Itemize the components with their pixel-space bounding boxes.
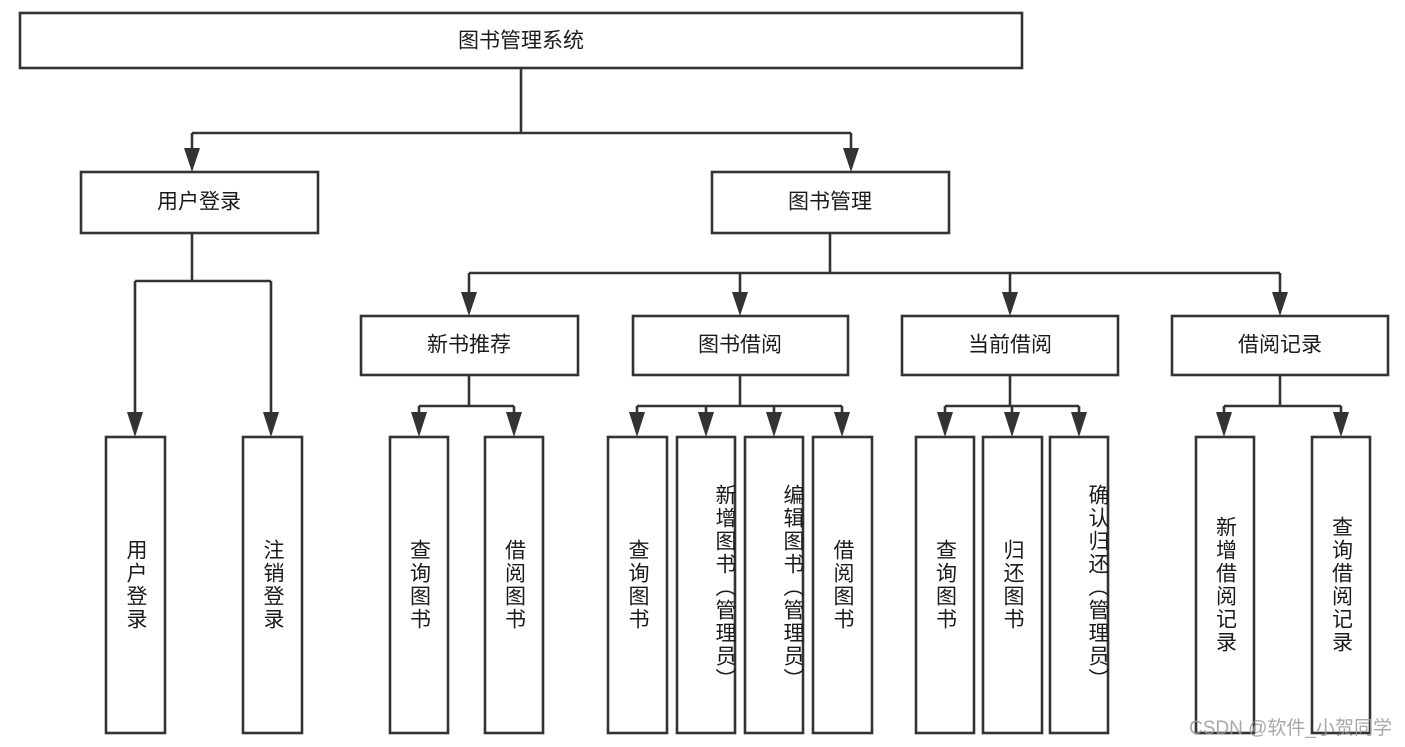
leaf-box-query-record — [1310, 435, 1372, 735]
node-borrow-record-label: 借阅记录 — [1238, 334, 1322, 357]
leaf-box-add-record — [1194, 435, 1256, 735]
leaf-boxes — [104, 435, 1372, 735]
leaf-box-return-book — [981, 435, 1044, 735]
leaf-box-user-login — [104, 435, 167, 735]
leaf-box-edit-book — [743, 435, 805, 735]
node-book-manage-label: 图书管理 — [788, 191, 872, 214]
leaf-box-query-book-3 — [914, 435, 976, 735]
leaf-box-query-book-1 — [388, 435, 450, 735]
node-new-book-recommend-label: 新书推荐 — [427, 334, 511, 357]
node-user-login[interactable]: 用户登录 — [79, 170, 320, 235]
node-current-borrow-label: 当前借阅 — [968, 334, 1052, 357]
leaf-box-query-book-2 — [606, 435, 669, 735]
node-borrow-record[interactable]: 借阅记录 — [1170, 314, 1390, 377]
connector-new-book-to-leaves — [411, 375, 522, 437]
connector-borrow-record-to-leaves — [1216, 375, 1349, 437]
connector-root-to-level2 — [184, 68, 859, 172]
node-title[interactable]: 图书管理系统 — [18, 11, 1024, 70]
node-user-login-label: 用户登录 — [157, 191, 241, 214]
leaf-box-borrow-book-2 — [811, 435, 874, 735]
node-book-borrow-label: 图书借阅 — [698, 334, 782, 357]
leaf-box-confirm-return — [1048, 435, 1110, 735]
node-current-borrow[interactable]: 当前借阅 — [900, 314, 1120, 377]
node-new-book-recommend[interactable]: 新书推荐 — [359, 314, 580, 377]
node-book-manage[interactable]: 图书管理 — [710, 170, 951, 235]
connector-book-manage-to-level3 — [461, 233, 1288, 316]
node-book-borrow[interactable]: 图书借阅 — [631, 314, 850, 377]
connector-current-borrow-to-leaves — [937, 375, 1087, 437]
leaf-box-add-book — [675, 435, 737, 735]
connector-book-borrow-to-leaves — [629, 375, 850, 437]
node-title-label: 图书管理系统 — [458, 30, 584, 53]
leaf-box-logout-login — [241, 435, 304, 735]
leaf-box-borrow-book-1 — [483, 435, 545, 735]
csdn-watermark: CSDN @软件_小贺同学 — [1189, 718, 1392, 739]
connector-user-login-to-leaves — [127, 232, 279, 437]
